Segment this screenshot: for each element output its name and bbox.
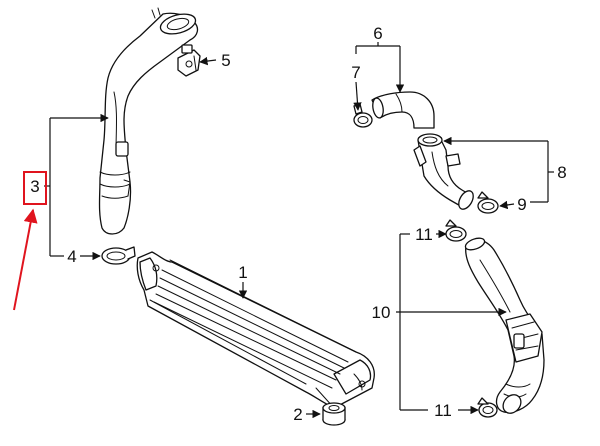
part-9-clamp [477, 191, 499, 214]
callout-8: 8 [557, 163, 566, 182]
highlight-marker [13, 171, 47, 311]
callout-6: 6 [373, 24, 382, 43]
part-8-pipe [413, 133, 474, 210]
callout-5: 5 [221, 51, 230, 70]
highlight-arrow [13, 208, 38, 311]
callout-3: 3 [30, 177, 39, 196]
part-3-upper-hose [98, 7, 199, 235]
part-2-grommet [322, 402, 346, 426]
callout-11-bottom: 11 [434, 401, 452, 420]
highlight-box [23, 171, 47, 205]
part-6-hose [371, 91, 435, 129]
part-11-clamp-bottom [477, 397, 498, 418]
part-10-lower-hose [464, 237, 545, 414]
part-5-sensor [177, 44, 201, 77]
callout-labels: 1 2 3 4 5 6 7 8 9 10 11 11 [30, 24, 566, 424]
callout-4: 4 [67, 247, 76, 266]
callout-2: 2 [293, 405, 302, 424]
callout-9: 9 [517, 195, 526, 214]
callout-7: 7 [351, 63, 360, 82]
callout-11-top: 11 [415, 225, 433, 244]
callout-10: 10 [372, 303, 391, 322]
part-1-intercooler [136, 251, 375, 409]
leader-lines [44, 42, 554, 419]
part-4-clamp [101, 246, 136, 265]
part-11-clamp-top [445, 219, 467, 242]
callout-1: 1 [238, 263, 247, 282]
part-7-clamp [353, 103, 373, 128]
